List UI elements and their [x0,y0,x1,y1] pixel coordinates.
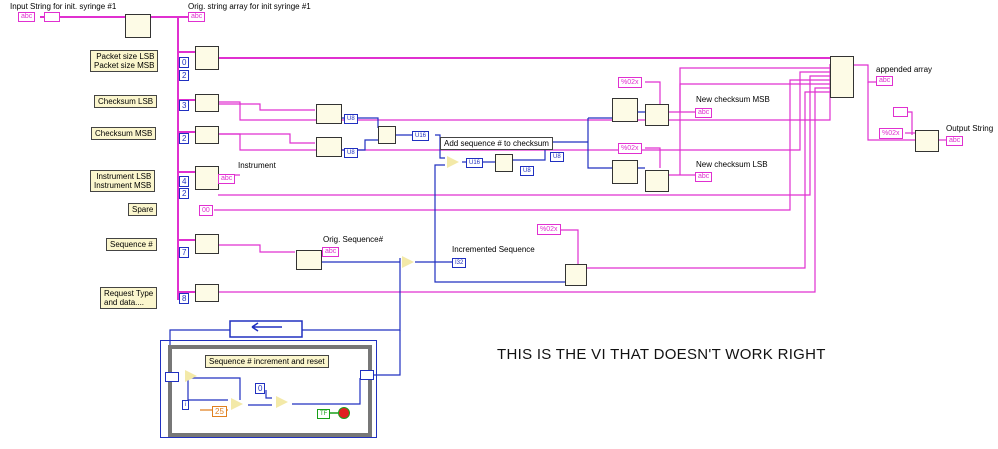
ellipsis-constant [44,12,60,22]
instrument-label: Instrument LSB Instrument MSB [90,170,156,192]
format-into-string-icon [565,264,587,286]
index-array-icon [195,94,219,112]
iteration-terminal: i [182,400,190,410]
add-sequence-label: Add sequence # to checksum [440,137,553,150]
input-string-label: Input String for init. syringe #1 [10,2,117,11]
sequence-index: 7 [179,247,190,258]
appended-array-label: appended array [876,65,933,74]
add-operator-icon [402,256,414,268]
u8-indicator: U8 [344,148,358,158]
orig-string-array-label: Orig. string array for init syringe #1 [188,2,311,11]
array-to-spreadsheet-icon [915,130,939,152]
spare-constant: 00 [199,205,213,216]
shift-register-left-icon [165,372,179,382]
add-operator-icon [447,156,459,168]
while-loop[interactable] [168,345,372,437]
u16-indicator: U16 [412,131,430,141]
output-string-label: Output String [946,124,994,133]
index-array-icon [195,166,219,190]
incremented-sequence-indicator[interactable]: I32 [452,258,467,268]
instrument-index1: 2 [179,188,190,199]
spare-label: Spare [128,203,158,216]
scan-from-string-icon [316,104,342,124]
format-into-string-icon [645,104,669,126]
format-string-constant: %02x [537,224,561,235]
split-number-icon [495,154,513,172]
output-format-constant: %02x [879,128,903,139]
scan-from-string-icon [296,250,322,270]
index-array-icon [195,234,219,254]
format-string-constant: %02x [618,77,642,88]
new-checksum-msb-indicator[interactable]: abc [695,108,713,118]
convert-icon [612,98,638,122]
index-array-icon [195,284,219,302]
orig-sequence-label: Orig. Sequence# [323,235,384,244]
loop-reset-constant: 0 [255,383,266,394]
request-index: 8 [179,293,190,304]
delimiter-constant [893,107,908,117]
scan-from-string-icon [316,137,342,157]
u16-indicator: U16 [466,158,484,168]
packet-index1: 2 [179,70,190,81]
u8-indicator: U8 [344,114,358,124]
loop-title: Sequence # increment and reset [205,355,329,368]
format-string-constant: %02x [618,143,642,154]
checksum-lsb-label: Checksum LSB [94,95,158,108]
increment-icon [185,370,197,382]
join-numbers-icon [378,126,396,144]
checksum-msb-index: 2 [179,133,190,144]
output-string-indicator[interactable]: abc [946,136,964,146]
u8-indicator: U8 [520,166,534,176]
sequence-label: Sequence # [106,238,157,251]
instrument-indicator-label: Instrument [238,161,276,170]
packet-size-label: Packet size LSB Packet size MSB [90,50,159,72]
checksum-msb-label: Checksum MSB [91,127,157,140]
orig-string-array-indicator[interactable]: abc [188,12,206,22]
instrument-index0: 4 [179,176,190,187]
loop-region [160,340,377,438]
build-array-icon [830,56,854,98]
new-checksum-msb-label: New checksum MSB [696,95,770,104]
index-array-icon [195,46,219,70]
index-array-icon [195,126,219,144]
new-checksum-lsb-label: New checksum LSB [696,160,768,169]
input-string-terminal[interactable]: abc [18,12,36,22]
incremented-sequence-label: Incremented Sequence [452,245,535,254]
loop-limit-constant: 25 [212,406,227,417]
orig-sequence-indicator[interactable]: abc [322,247,340,257]
feedback-node [229,320,303,338]
u8-indicator: U8 [550,152,564,162]
spreadsheet-to-array-icon [125,14,151,38]
shift-register-right-icon [360,370,374,380]
packet-index0: 0 [179,57,190,68]
instrument-indicator[interactable]: abc [218,174,236,184]
compare-icon [231,398,243,410]
checksum-lsb-index: 3 [179,100,190,111]
format-into-string-icon [645,170,669,192]
stop-condition-icon [338,407,350,419]
new-checksum-lsb-indicator[interactable]: abc [695,172,713,182]
convert-icon [612,160,638,184]
select-icon [276,396,288,408]
annotation-text: THIS IS THE VI THAT DOESN'T WORK RIGHT [497,346,826,363]
request-type-label: Request Type and data.... [100,287,158,309]
boolean-constant: TF [317,409,331,419]
appended-array-indicator[interactable]: abc [876,76,894,86]
